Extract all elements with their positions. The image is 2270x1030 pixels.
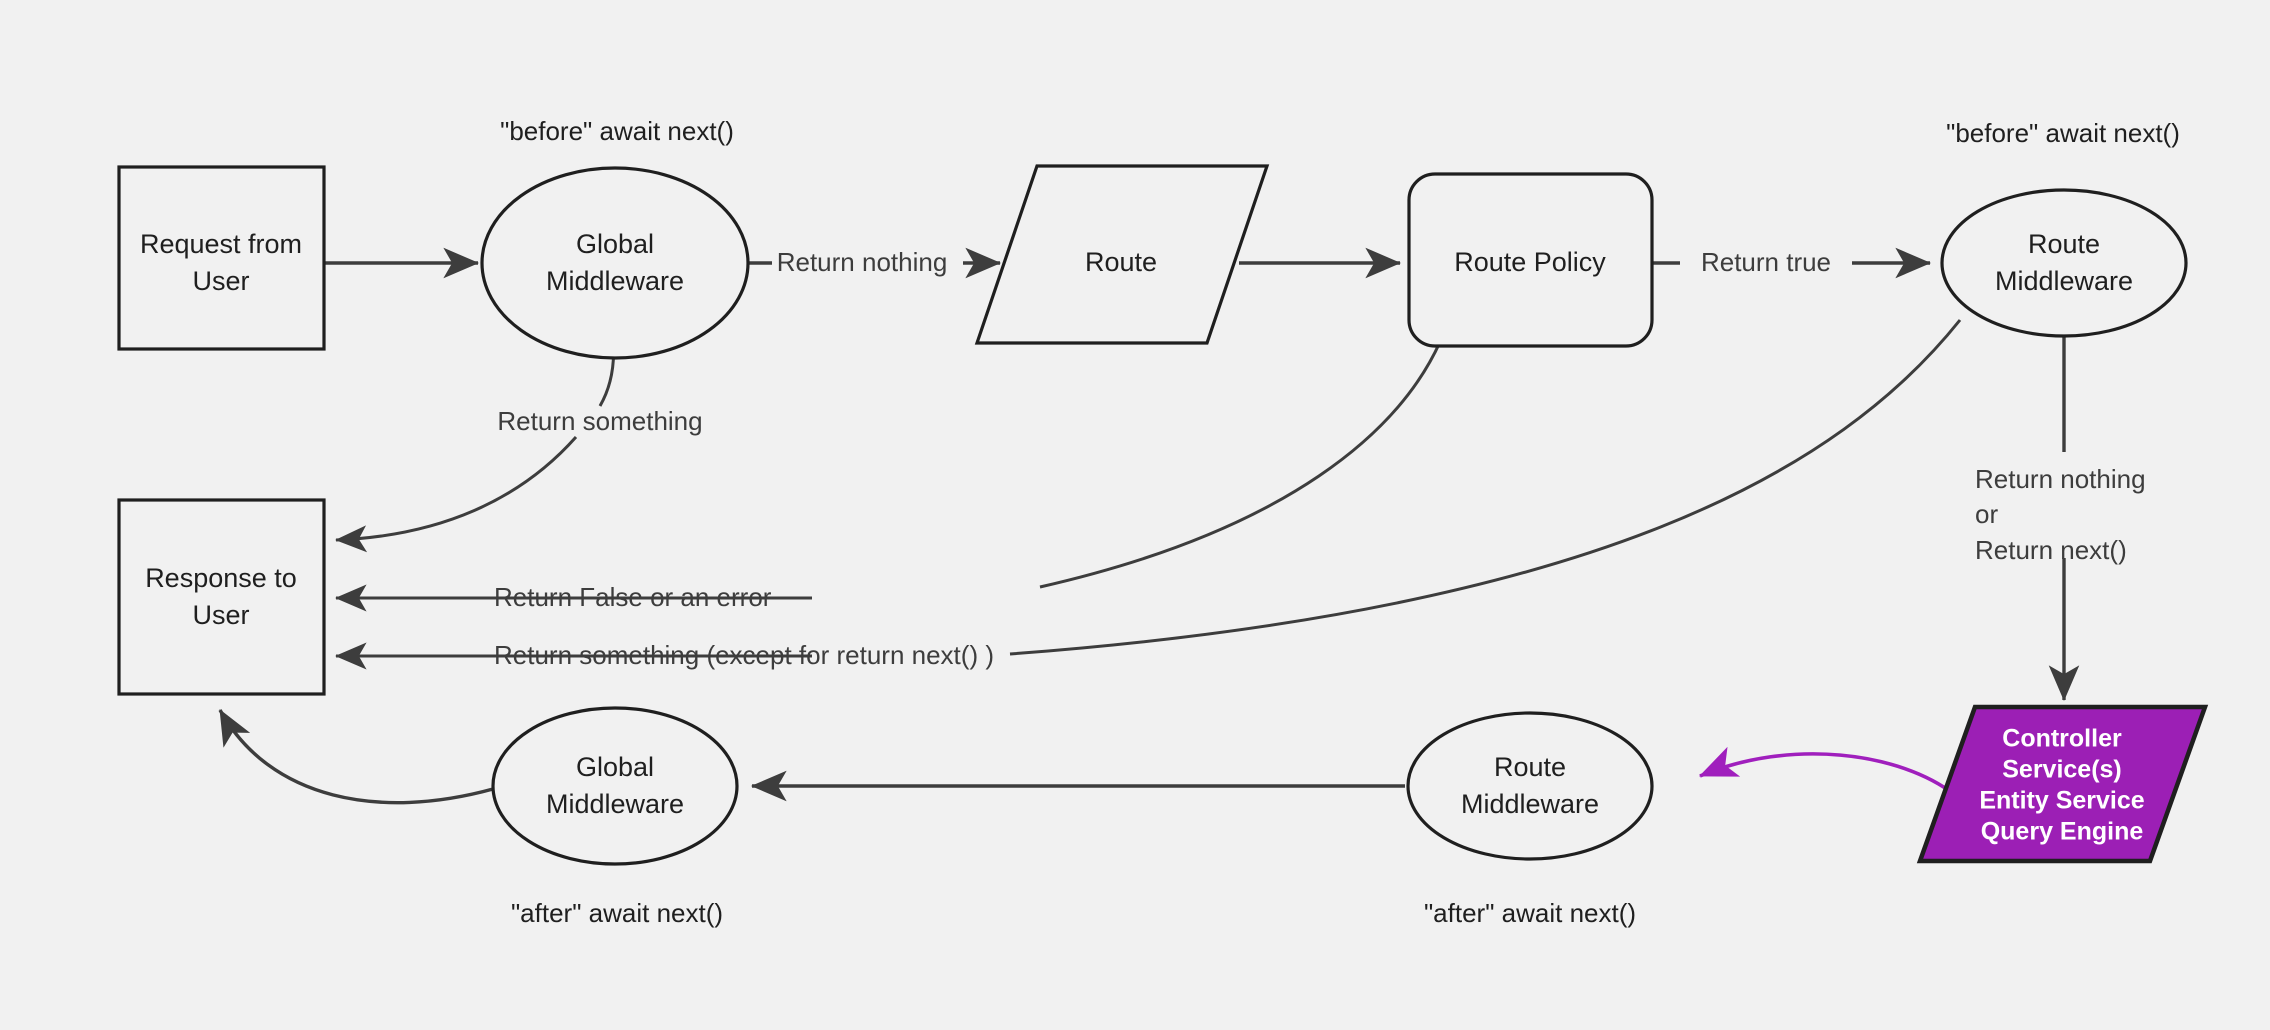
node-route-middleware-bottom-line2: Middleware — [1461, 789, 1599, 819]
edge-label-return-nothing: Return nothing — [777, 247, 948, 277]
annotation-before-await-next-route: "before" await next() — [1946, 118, 2180, 148]
edge-route-middleware-to-controller: Return nothing or Return next() — [1975, 332, 2146, 702]
node-response-to-user[interactable]: Response to User — [117, 498, 326, 696]
edge-label-return-true: Return true — [1701, 247, 1831, 277]
node-controller-line4: Query Engine — [1981, 818, 2144, 846]
edge-label-return-false-or-error: Return False or an error — [494, 582, 772, 612]
edge-route-policy-to-route-middleware: Return true — [1652, 247, 1932, 279]
node-route-middleware-bottom-line1: Route — [1494, 752, 1566, 782]
node-controller-line2: Service(s) — [2002, 756, 2122, 784]
node-global-middleware-top-line2: Middleware — [546, 266, 684, 296]
node-request-from-user-line2: User — [192, 266, 249, 296]
node-request-from-user[interactable]: Request from User — [117, 165, 326, 351]
annotation-after-await-next-route: "after" await next() — [1424, 898, 1636, 928]
edge-route-policy-to-response: Return False or an error — [335, 341, 1442, 612]
edge-label-return-nothing-l2: or — [1975, 499, 1998, 529]
node-global-middleware-bottom[interactable]: Global Middleware — [491, 706, 739, 866]
node-response-to-user-line1: Response to — [145, 563, 297, 593]
edge-label-return-something-except: Return something (except for return next… — [494, 640, 994, 670]
edge-global-middleware-to-route: Return nothing — [748, 247, 1002, 279]
edge-route-middleware-to-response: Return something (except for return next… — [335, 319, 1962, 670]
annotation-before-await-next-global: "before" await next() — [500, 116, 734, 146]
edge-controller-to-route-middleware-bottom — [1699, 746, 1957, 797]
node-response-to-user-line2: User — [192, 600, 249, 630]
node-global-middleware-bottom-line1: Global — [576, 752, 654, 782]
node-route[interactable]: Route — [974, 164, 1270, 345]
edge-label-return-next-l3: Return next() — [1975, 535, 2127, 565]
node-route-label: Route — [1085, 247, 1157, 277]
edge-label-return-something: Return something — [497, 406, 702, 436]
node-route-middleware-top[interactable]: Route Middleware — [1940, 188, 2188, 338]
node-controller-services[interactable]: Controller Service(s) Entity Service Que… — [1916, 704, 2209, 864]
node-route-middleware-top-line1: Route — [2028, 229, 2100, 259]
node-controller-line3: Entity Service — [1979, 787, 2144, 815]
node-controller-line1: Controller — [2002, 725, 2122, 753]
edge-label-return-nothing-l1: Return nothing — [1975, 464, 2146, 494]
node-global-middleware-top[interactable]: Global Middleware — [480, 166, 750, 360]
node-route-middleware-bottom[interactable]: Route Middleware — [1406, 711, 1654, 861]
annotation-after-await-next-global: "after" await next() — [511, 898, 723, 928]
node-global-middleware-bottom-line2: Middleware — [546, 789, 684, 819]
node-route-policy[interactable]: Route Policy — [1407, 172, 1654, 348]
node-request-from-user-line1: Request from — [140, 229, 302, 259]
node-route-policy-label: Route Policy — [1454, 247, 1606, 277]
node-route-middleware-top-line2: Middleware — [1995, 266, 2133, 296]
node-global-middleware-top-line1: Global — [576, 229, 654, 259]
edge-global-middleware-to-response-return-something: Return something — [335, 331, 703, 553]
edge-global-middleware-bottom-to-response — [218, 709, 494, 805]
